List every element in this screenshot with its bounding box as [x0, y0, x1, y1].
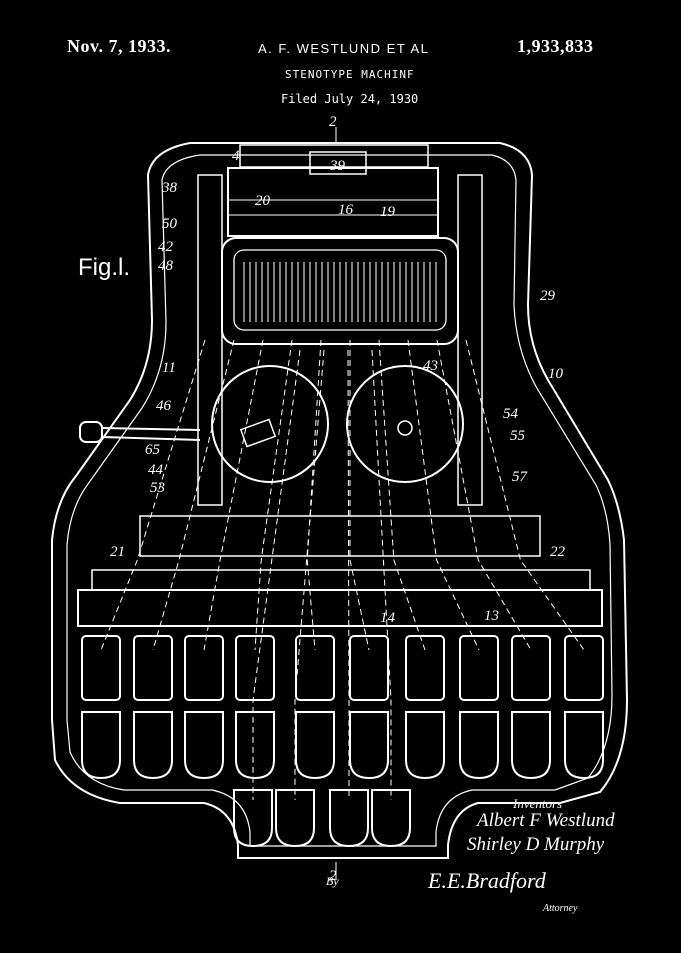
reference-numeral: 19 — [380, 204, 396, 220]
left-frame — [197, 174, 223, 506]
attorney-label: Attorney — [543, 903, 578, 914]
key-lever-wire — [306, 339, 322, 651]
type-comb — [243, 262, 437, 322]
reference-numeral: 43 — [423, 358, 438, 374]
key-lever-wire — [349, 340, 370, 651]
filed-date: Filed July 24, 1930 — [281, 92, 419, 106]
key-lever-wire — [436, 339, 532, 651]
lower-key — [235, 711, 275, 780]
machine-title: STENOTYPE MACHINF — [285, 68, 415, 81]
reference-numeral: 4 — [232, 148, 240, 164]
patent-date: Nov. 7, 1933. — [67, 36, 172, 56]
reference-numeral: 55 — [510, 428, 526, 444]
left-ribbon-spool — [211, 365, 329, 483]
lower-key — [564, 711, 604, 780]
type-guide-inner — [233, 249, 447, 331]
reference-numeral: 14 — [380, 610, 396, 626]
reference-numeral: 21 — [110, 544, 125, 560]
inventor-1-signature: Albert F Westlund — [477, 810, 615, 831]
section-marker-top: 2 — [329, 114, 337, 130]
attorney-signature: E.E.Bradford — [428, 868, 546, 893]
reference-numeral: 54 — [503, 406, 519, 422]
inventor-2-signature: Shirley D Murphy — [467, 834, 605, 855]
lower-key — [349, 711, 389, 780]
lower-key — [133, 711, 173, 780]
upper-key — [405, 635, 445, 701]
left-spool-hub — [239, 418, 277, 448]
reference-numeral: 11 — [162, 360, 176, 376]
crank-knob — [79, 421, 201, 443]
key-lever-wire — [203, 339, 264, 651]
upper-key — [133, 635, 173, 701]
reference-numeral: 50 — [162, 216, 178, 232]
reference-numeral: 20 — [255, 193, 271, 209]
upper-key — [235, 635, 275, 701]
reference-numeral: 42 — [158, 239, 174, 255]
thumb-lever-wire — [294, 349, 325, 800]
right-frame — [457, 174, 483, 506]
reference-numeral: 44 — [148, 462, 164, 478]
reference-numeral: 53 — [150, 480, 165, 496]
lower-key — [405, 711, 445, 780]
reference-numeral: 10 — [548, 366, 564, 382]
roll-label-box — [309, 151, 367, 175]
lower-key — [184, 711, 224, 780]
reference-numeral: 38 — [161, 180, 178, 196]
lower-key — [511, 711, 551, 780]
reference-numeral: 16 — [338, 202, 354, 218]
reference-numeral: 48 — [158, 258, 174, 274]
figure-label: Fig.l. — [78, 254, 131, 281]
key-lever-wire — [254, 339, 293, 651]
reference-numeral: 57 — [512, 469, 529, 485]
right-ribbon-spool — [346, 365, 464, 483]
thumb-key — [233, 789, 273, 848]
thumb-lever-wire — [371, 349, 392, 800]
thumb-key — [329, 789, 369, 848]
reference-numeral: 22 — [550, 544, 566, 560]
key-levers — [100, 339, 585, 800]
keyboard-frame — [91, 569, 591, 591]
upper-key — [295, 635, 335, 701]
thumb-key — [371, 789, 411, 848]
reference-numeral: 65 — [145, 442, 161, 458]
upper-key — [184, 635, 224, 701]
lower-key — [459, 711, 499, 780]
upper-key — [349, 635, 389, 701]
key-lever-wire — [152, 339, 235, 651]
upper-key-row — [81, 635, 604, 701]
by-label: By — [326, 874, 339, 888]
key-lever-wire — [100, 339, 206, 651]
reference-numeral: 46 — [156, 398, 172, 414]
upper-key — [459, 635, 499, 701]
upper-key — [564, 635, 604, 701]
key-lever-wire — [465, 339, 585, 651]
patent-number: 1,933,833 — [517, 36, 594, 56]
paper-roll-top — [239, 144, 429, 168]
thumb-key — [275, 789, 315, 848]
lower-key — [81, 711, 121, 780]
reference-numeral: 29 — [540, 288, 556, 304]
right-spool-hub — [397, 420, 413, 436]
key-lever-wire — [378, 339, 426, 651]
key-rail — [77, 589, 603, 627]
inventors-label: Inventors — [513, 796, 563, 811]
reference-numeral: 13 — [484, 608, 499, 624]
upper-key — [511, 635, 551, 701]
upper-key — [81, 635, 121, 701]
paper-roll — [227, 167, 439, 237]
thumb-key-row — [233, 789, 411, 848]
lower-key-row — [81, 711, 604, 780]
thumb-lever-wire — [252, 349, 301, 800]
thumb-lever-wire — [347, 349, 350, 800]
section-marker-bottom: 2 — [329, 868, 337, 884]
lower-key — [295, 711, 335, 780]
inventor-names-header: A. F. WESTLUND ET AL — [258, 41, 430, 56]
reference-numeral: 39 — [329, 158, 346, 174]
key-lever-wire — [407, 339, 480, 651]
lever-bar — [139, 515, 541, 557]
machine-housing-outline — [51, 142, 629, 859]
